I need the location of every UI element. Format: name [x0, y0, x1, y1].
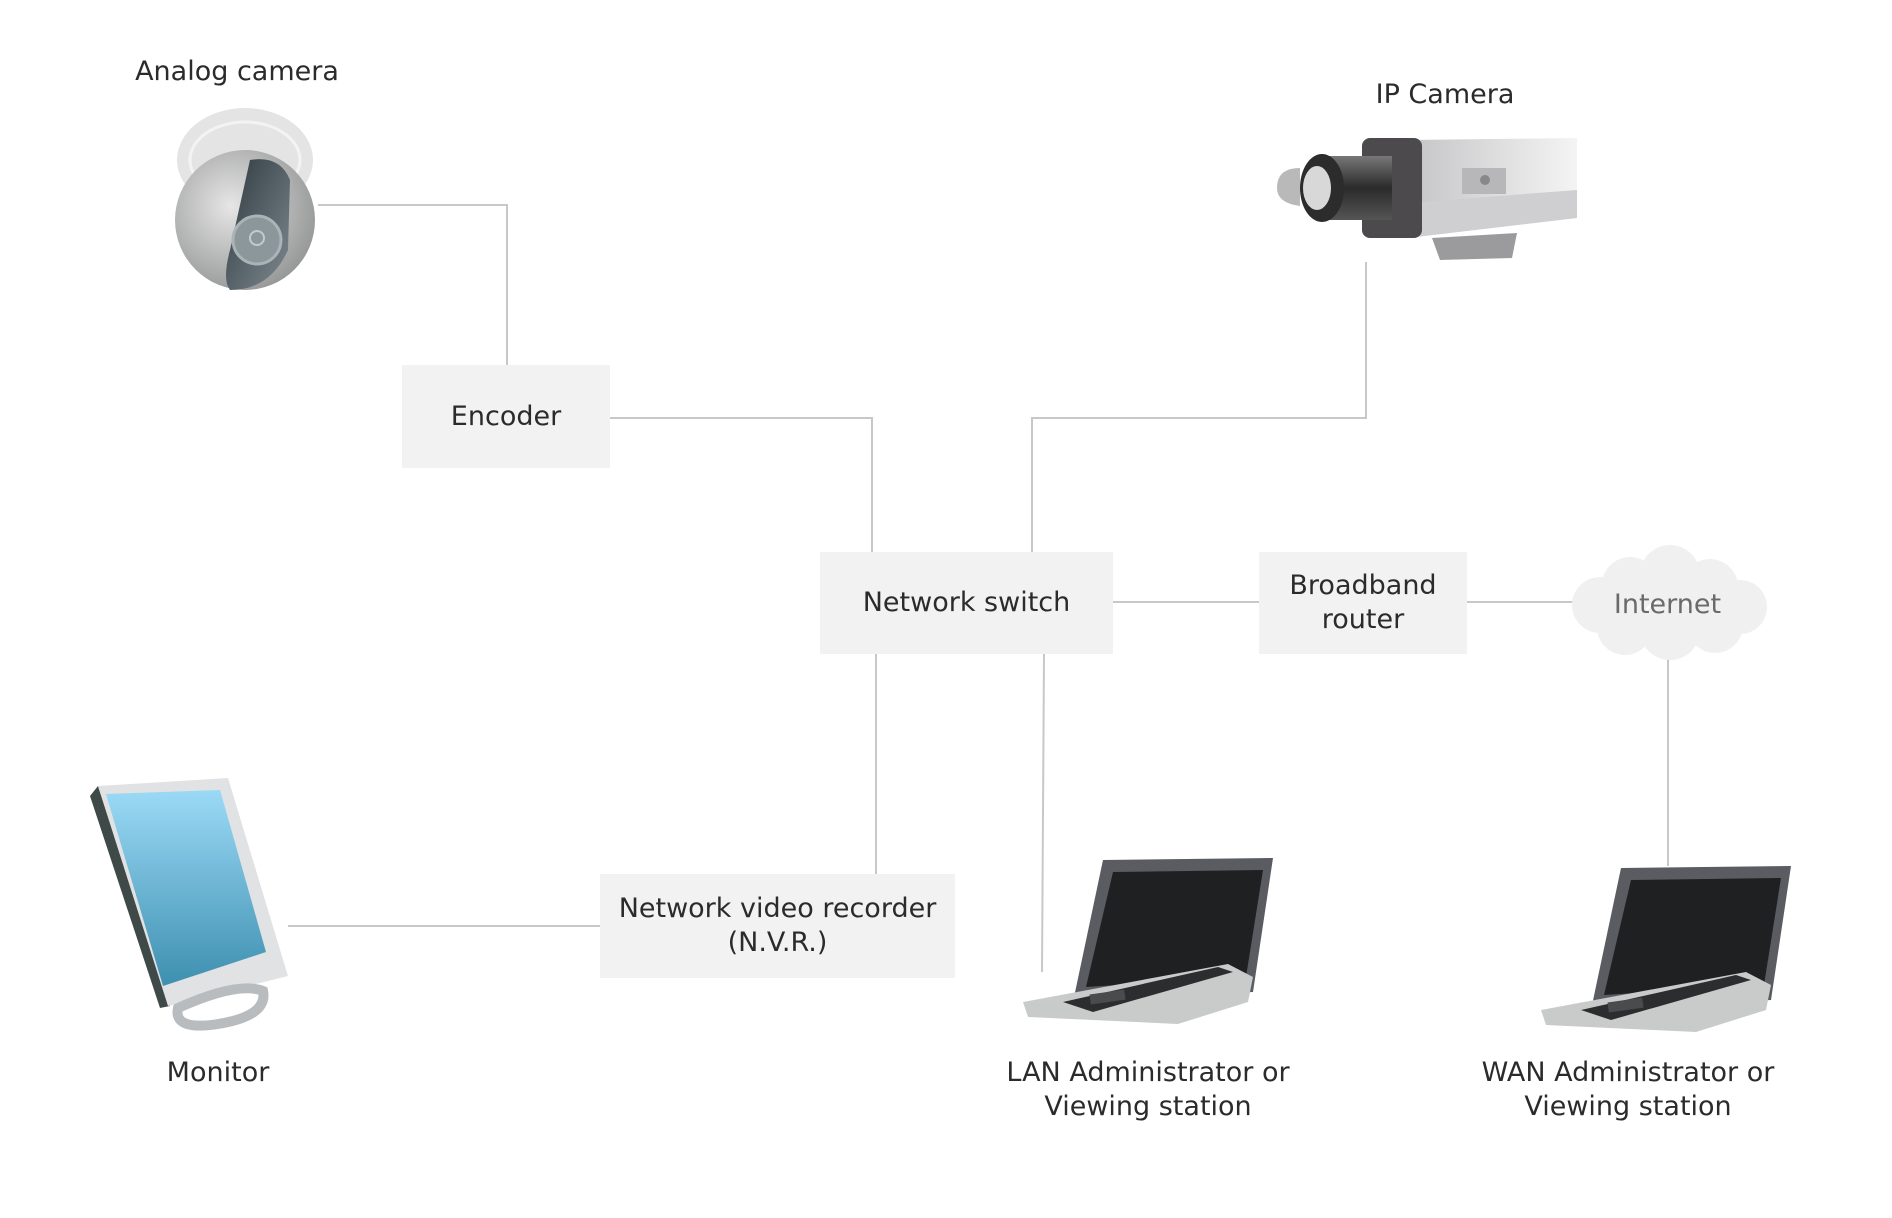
broadband-router-box[interactable]: Broadband router	[1259, 552, 1467, 654]
connector-switch-lan	[1041, 653, 1045, 973]
lan-station-label-line2: Viewing station	[1044, 1091, 1252, 1122]
wan-station-label-line2: Viewing station	[1524, 1091, 1732, 1122]
monitor-label: Monitor	[166, 1057, 270, 1088]
laptop-icon[interactable]	[1018, 852, 1278, 1027]
internet-node[interactable]: Internet	[1565, 545, 1770, 663]
network-switch-label: Network switch	[862, 587, 1071, 618]
nvr-label-line2: (N.V.R.)	[727, 927, 828, 958]
cloud-icon	[1572, 545, 1767, 660]
broadband-router-label-line1: Broadband	[1289, 570, 1437, 601]
network-switch-box[interactable]: Network switch	[820, 552, 1113, 654]
monitor-icon[interactable]	[88, 776, 293, 1031]
wan-station-label-line1: WAN Administrator or	[1481, 1057, 1775, 1088]
broadband-router-label-line2: router	[1321, 604, 1405, 635]
encoder-box[interactable]: Encoder	[402, 365, 610, 468]
nvr-box[interactable]: Network video recorder (N.V.R.)	[600, 874, 955, 978]
dome-camera-icon[interactable]	[160, 100, 330, 300]
lan-station-label-line1: LAN Administrator or	[1006, 1057, 1290, 1088]
ip-camera-label: IP Camera	[1375, 79, 1515, 110]
internet-label: Internet	[1613, 588, 1722, 620]
analog-camera-label: Analog camera	[135, 56, 339, 87]
connector-encoder-switch	[610, 417, 873, 552]
laptop-icon[interactable]	[1536, 860, 1796, 1035]
encoder-label: Encoder	[450, 400, 562, 432]
connector-ipcamera-switch	[1031, 262, 1367, 552]
box-camera-icon[interactable]	[1262, 128, 1582, 268]
nvr-label-line1: Network video recorder	[618, 893, 937, 924]
connector-analog-camera-encoder	[318, 204, 508, 365]
